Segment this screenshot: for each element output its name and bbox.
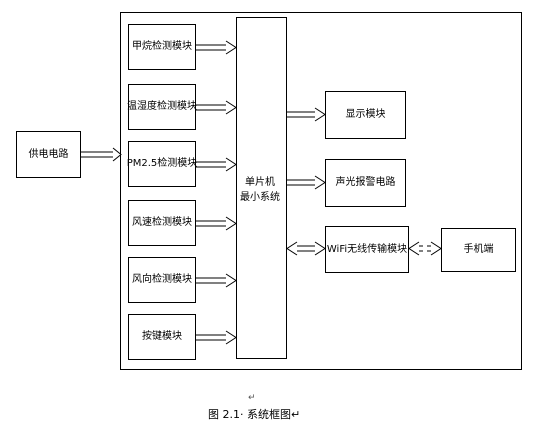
arrow-wind-speed-to-mcu — [196, 216, 237, 231]
figure-caption: 图 2.1· 系统框图↵ — [208, 408, 301, 421]
mcu-label-line1: 单片机 — [245, 177, 275, 188]
alarm-box: 声光报警电路 — [325, 159, 406, 207]
arrow-keypad-to-mcu — [196, 330, 237, 345]
mcu-label-line2: 最小系统 — [240, 192, 280, 203]
phone-label: 手机端 — [463, 244, 494, 255]
alarm-label: 声光报警电路 — [335, 177, 396, 188]
sensor-box-keypad: 按键模块 — [128, 314, 196, 360]
wifi-label: WiFi无线传输模块 — [326, 243, 408, 255]
arrow-temp-humidity-to-mcu — [196, 100, 237, 115]
arrow-power-to-system — [81, 147, 122, 162]
arrow-methane-to-mcu — [196, 40, 237, 55]
sensor-box-pm25: PM2.5检测模块 — [126, 141, 198, 187]
sensor-box-methane: 甲烷检测模块 — [128, 24, 196, 70]
arrow-mcu-wifi-bidirectional — [286, 241, 326, 256]
mcu-box: 单片机 最小系统 — [236, 17, 287, 359]
system-frame — [120, 12, 522, 370]
arrow-mcu-to-alarm — [287, 175, 326, 190]
display-label: 显示模块 — [345, 109, 386, 120]
arrow-pm25-to-mcu — [196, 157, 237, 172]
phone-box: 手机端 — [441, 228, 516, 272]
power-supply-label: 供电电路 — [28, 148, 69, 160]
paragraph-mark: ↵ — [248, 393, 256, 403]
sensor-box-temp-humidity: 温湿度检测模块 — [127, 84, 197, 130]
sensor-label-methane: 甲烷检测模块 — [132, 41, 192, 52]
sensor-box-wind-speed: 风速检测模块 — [128, 200, 196, 246]
arrow-wifi-phone-wireless — [408, 241, 442, 256]
sensor-label-wind-direction: 风向检测模块 — [132, 274, 192, 285]
sensor-label-keypad: 按键模块 — [142, 331, 182, 342]
sensor-box-wind-direction: 风向检测模块 — [128, 257, 196, 303]
power-supply-box: 供电电路 — [16, 131, 81, 178]
arrow-wind-direction-to-mcu — [196, 273, 237, 288]
wifi-box: WiFi无线传输模块 — [325, 226, 409, 273]
sensor-label-wind-speed: 风速检测模块 — [132, 217, 192, 228]
sensor-label-temp-humidity: 温湿度检测模块 — [127, 101, 197, 112]
display-box: 显示模块 — [325, 91, 406, 139]
sensor-label-pm25: PM2.5检测模块 — [126, 158, 198, 169]
arrow-mcu-to-display — [287, 107, 326, 122]
